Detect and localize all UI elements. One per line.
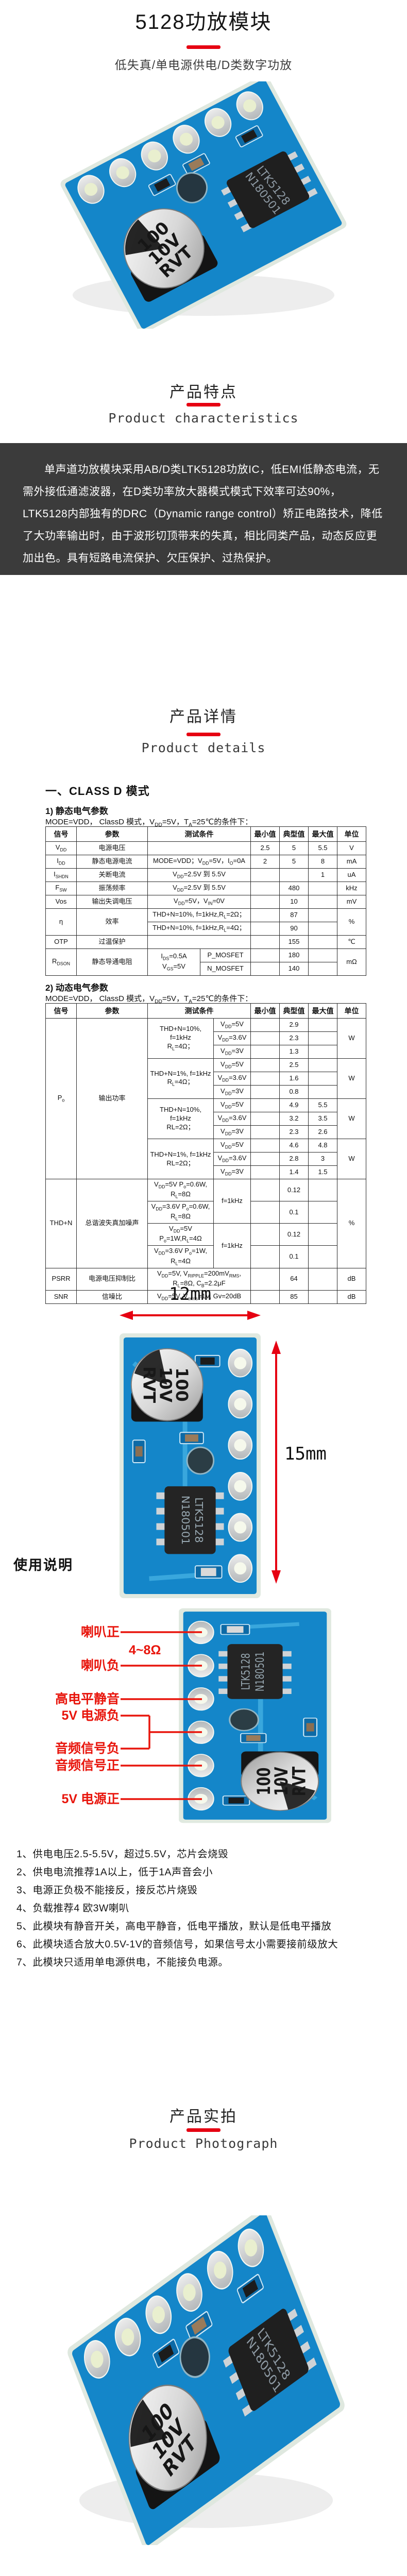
details-heading-cn: 产品详情 xyxy=(169,708,238,725)
dynamic-params-title: 2) 动态电气参数 xyxy=(45,983,108,993)
title-divider xyxy=(186,45,221,49)
width-dimension-label: 12mm xyxy=(169,1284,211,1304)
pin-label-audio-negative: 音频信号负 xyxy=(55,1741,120,1756)
static-params-title: 1) 静态电气参数 xyxy=(45,806,108,816)
usage-note: 1、供电电压2.5-5.5V，超过5.5V，芯片会烧毁 xyxy=(16,1849,229,1860)
column-header: 单位 xyxy=(337,826,366,842)
details-heading-en: Product details xyxy=(141,740,266,755)
static-params-condition: MODE=VDD， ClassD 模式，VDD=5V，TA=25℃的条件下： xyxy=(45,818,253,828)
photos-divider xyxy=(186,2128,221,2132)
pin-label-impedance: 4~8Ω xyxy=(129,1643,161,1657)
features-divider xyxy=(186,403,221,406)
usage-note: 6、此模块适合放大0.5V-1V的音频信号，如果信号太小需要接前级放大 xyxy=(16,1939,338,1950)
table-row: THD+N=10%, f=1kHz,RL=4Ω；90 xyxy=(46,922,366,936)
dynamic-params-condition: MODE=VDD， ClassD 模式，VDD=5V，TA=25℃的条件下： xyxy=(45,994,253,1005)
usage-note: 3、电源正负极不能接反，接反芯片烧毁 xyxy=(16,1885,198,1896)
column-header: 参数 xyxy=(76,826,148,842)
photos-heading-en: Product Photograph xyxy=(129,2136,278,2151)
usage-note: 5、此模块有静音开关，高电平静音，低电平播放，默认是低电平播放 xyxy=(16,1921,332,1932)
column-header: 参数 xyxy=(76,1003,148,1019)
dimension-board-figure xyxy=(118,1332,262,1599)
usage-note: 7、此模块只适用单电源供电，不能接负电源。 xyxy=(16,1957,229,1968)
hero-product-photo xyxy=(39,81,368,329)
column-header: 单位 xyxy=(337,1003,366,1019)
width-arrow xyxy=(120,1311,261,1320)
column-header: 信号 xyxy=(45,826,77,842)
pin-label-mute: 高电平静音 xyxy=(55,1692,120,1706)
table-header-row: 信号 参数 测试条件 最小值 典型值 最大值 单位 xyxy=(45,1003,366,1019)
product-photo-angled xyxy=(46,2215,366,2545)
height-arrow xyxy=(272,1341,281,1584)
usage-heading: 使用说明 xyxy=(13,1557,73,1573)
class-d-mode-title: 一、CLASS D 模式 xyxy=(45,785,150,798)
pin-label-audio-positive: 音频信号正 xyxy=(55,1758,120,1773)
features-heading-cn: 产品特点 xyxy=(169,384,238,401)
column-header: 信号 xyxy=(45,1003,77,1019)
table-row: THD+N 总谐波失真加噪声 VDD=5V Po=0.6W, RL=8Ω f=1… xyxy=(45,1178,366,1268)
column-header: 典型值 xyxy=(279,826,309,842)
column-header: 最小值 xyxy=(250,1003,280,1019)
features-heading-en: Product characteristics xyxy=(108,411,299,426)
usage-note: 2、供电电流推荐1A以上，低于1A声音会小 xyxy=(16,1867,213,1878)
pin-label-speaker-positive: 喇叭正 xyxy=(80,1625,120,1639)
usage-note: 4、负载推荐4 欧3W喇叭 xyxy=(16,1903,129,1914)
column-header: 最大值 xyxy=(308,826,337,842)
usage-notes: 1、供电电压2.5-5.5V，超过5.5V，芯片会烧毁 2、供电电流推荐1A以上… xyxy=(16,1845,393,1972)
height-dimension-label: 15mm xyxy=(284,1444,327,1464)
pin-label-power-negative: 5V 电源负 xyxy=(61,1708,120,1723)
features-paragraph: 单声道功放模块采用AB/D类LTK5128功放IC，低EMI低静态电流，无需外接… xyxy=(23,464,383,565)
photos-heading-cn: 产品实拍 xyxy=(169,2108,238,2125)
table-header-row: 信号 参数 测试条件 最小值 典型值 最大值 单位 xyxy=(45,826,366,842)
column-header: 最小值 xyxy=(250,826,280,842)
pin-label-power-positive: 5V 电源正 xyxy=(61,1792,120,1806)
column-header: 最大值 xyxy=(308,1003,337,1019)
pinout-lines xyxy=(121,1631,202,1800)
page-subtitle: 低失真/单电源供电/D类数字功放 xyxy=(114,58,293,72)
column-header: 测试条件 xyxy=(147,1003,251,1019)
pin-label-speaker-negative: 喇叭负 xyxy=(80,1658,120,1673)
features-panel: 单声道功放模块采用AB/D类LTK5128功放IC，低EMI低静态电流，无需外接… xyxy=(0,443,407,575)
page-title: 5128功放模块 xyxy=(135,11,272,33)
dynamic-params-table: 信号 参数 测试条件 最小值 典型值 最大值 单位 Po 输出功率 THD+N=… xyxy=(45,1003,366,1304)
column-header: 典型值 xyxy=(279,1003,309,1019)
details-divider xyxy=(186,733,221,736)
column-header: 测试条件 xyxy=(147,826,251,842)
